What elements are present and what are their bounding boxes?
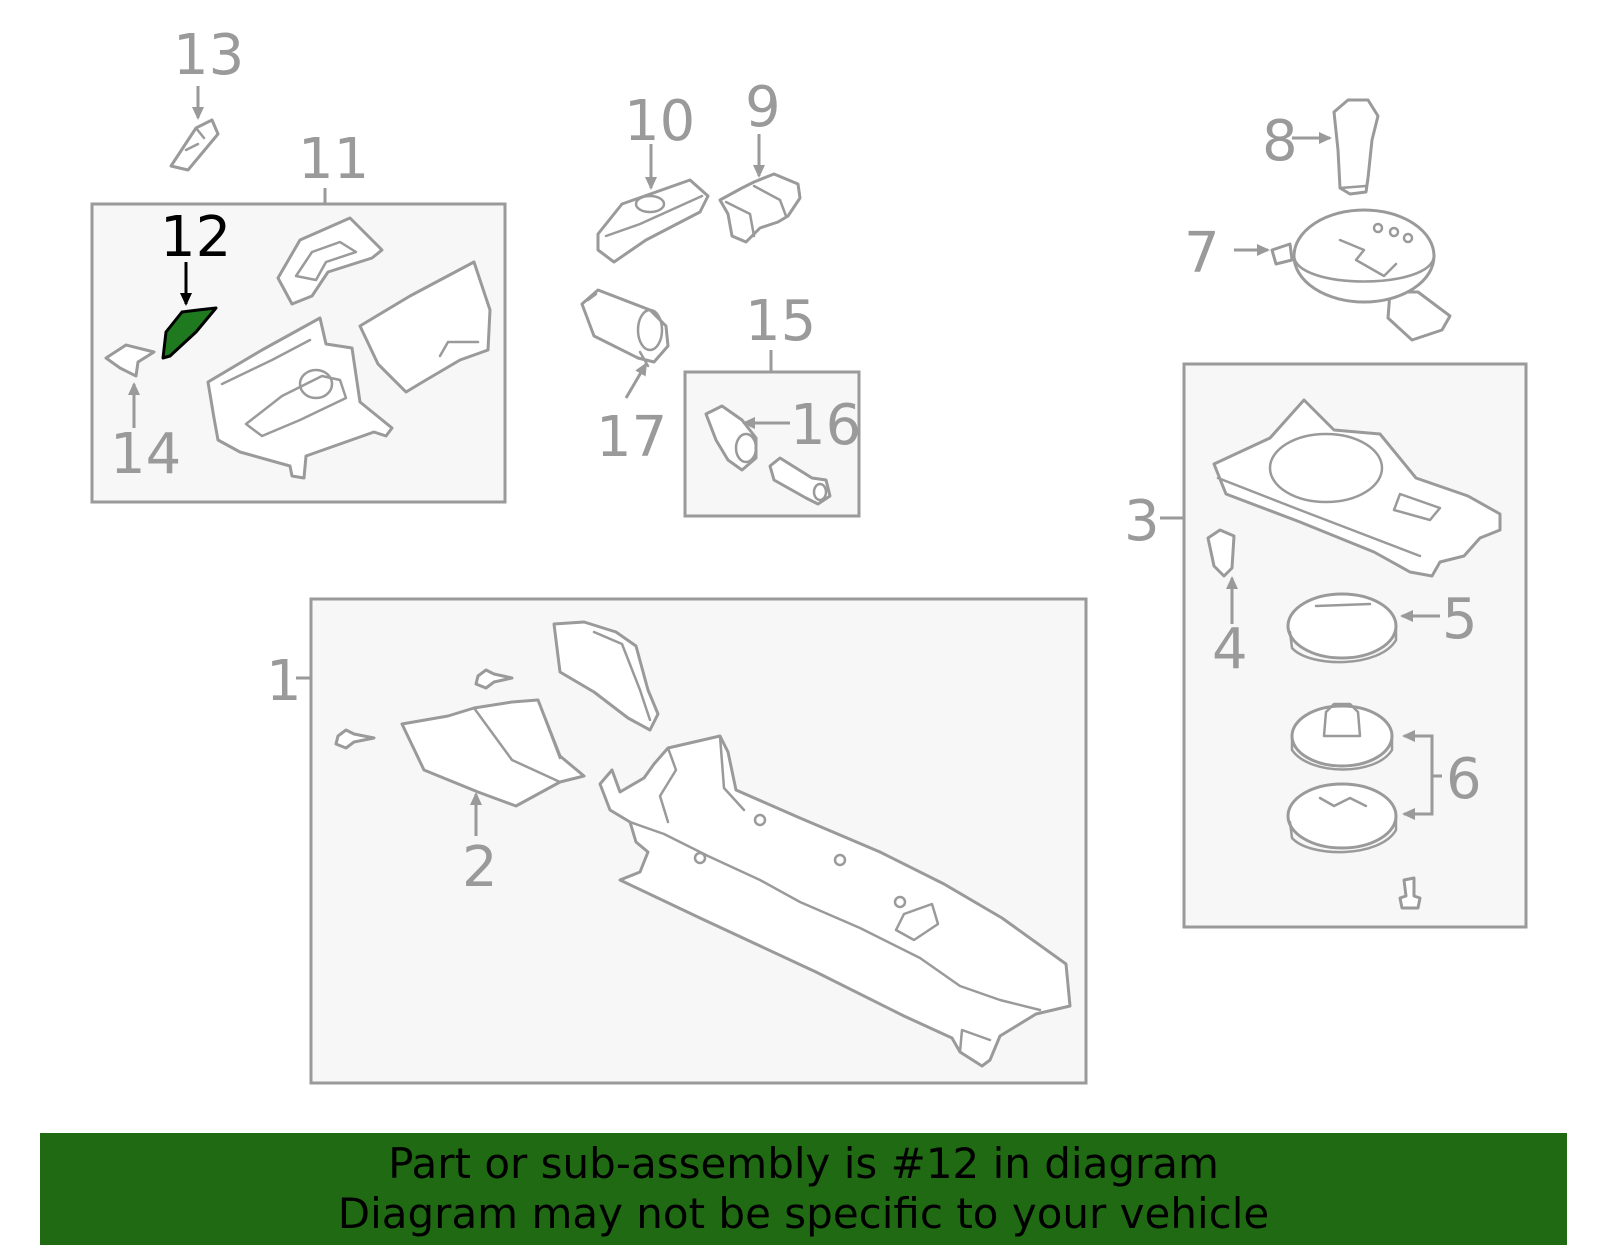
banner-line-1: Part or sub-assembly is #12 in diagram [388, 1139, 1219, 1188]
part-9-switch[interactable] [718, 172, 802, 244]
callout-9: 9 [745, 75, 781, 140]
part-12-highlighted[interactable] [161, 306, 218, 360]
info-banner: Part or sub-assembly is #12 in diagram D… [40, 1133, 1567, 1245]
part-1-front-trim[interactable] [552, 620, 660, 732]
part-7-shift-indicator[interactable] [1270, 208, 1452, 342]
callout-1: 1 [266, 649, 302, 714]
callout-12: 12 [160, 205, 231, 270]
part-11-console-trim[interactable] [206, 216, 492, 480]
part-15-lighter-plug[interactable] [768, 456, 832, 506]
callout-16: 16 [790, 393, 861, 458]
part-17-power-socket[interactable] [580, 288, 670, 368]
callout-7: 7 [1184, 221, 1220, 286]
callout-3: 3 [1124, 489, 1160, 554]
part-6-boot[interactable] [1286, 702, 1398, 854]
part-10-switch-panel[interactable] [596, 178, 710, 264]
callout-14: 14 [110, 422, 181, 487]
callout-4: 4 [1212, 617, 1248, 682]
callout-6: 6 [1446, 747, 1482, 812]
part-3-console-finisher[interactable] [1212, 398, 1502, 578]
part-1-clip-lower[interactable] [334, 728, 376, 750]
part-8-shift-knob[interactable] [1332, 98, 1380, 196]
callout-17: 17 [596, 405, 667, 470]
callout-13: 13 [173, 23, 244, 88]
callout-11: 11 [298, 127, 369, 192]
part-5-boot-ring[interactable] [1286, 592, 1398, 664]
part-13-bracket[interactable] [169, 118, 220, 172]
part-1-console-body[interactable] [598, 734, 1072, 1068]
part-1-clip-upper[interactable] [474, 668, 514, 690]
banner-line-2: Diagram may not be specific to your vehi… [337, 1189, 1270, 1238]
callout-10: 10 [624, 89, 695, 154]
part-6-bolt[interactable] [1398, 876, 1422, 910]
callout-2: 2 [462, 835, 498, 900]
callout-5: 5 [1442, 587, 1478, 652]
part-2-side-trim[interactable] [400, 698, 586, 808]
part-4-clip[interactable] [1206, 528, 1236, 578]
part-14-clip[interactable] [104, 343, 156, 378]
callout-8: 8 [1262, 109, 1298, 174]
callout-15: 15 [745, 289, 816, 354]
